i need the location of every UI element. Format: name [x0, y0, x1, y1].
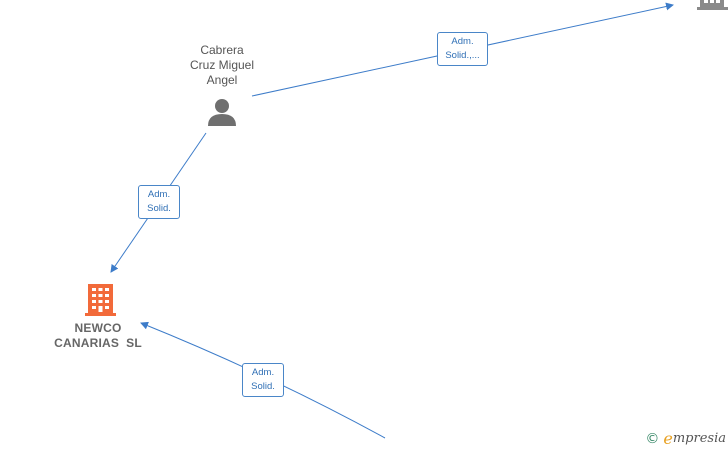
brand-name: mpresia: [672, 431, 726, 446]
edge-label-bottom-to-company[interactable]: Adm. Solid.: [242, 363, 284, 397]
edge-label-person-to-topright[interactable]: Adm. Solid.,...: [437, 32, 488, 66]
person-label-line: Cruz Miguel: [189, 58, 255, 72]
company-label-line: NEWCO: [74, 321, 122, 335]
edge-label-line: Solid.: [251, 381, 275, 392]
person-label-line: Cabrera: [200, 43, 244, 57]
company-label[interactable]: NEWCO CANARIAS SL: [43, 321, 153, 351]
edge-label-line: Adm.: [147, 189, 171, 200]
edge-label-line: Adm.: [251, 367, 275, 378]
person-label[interactable]: Cabrera Cruz Miguel Angel: [172, 43, 272, 88]
partial-building-icon[interactable]: [697, 0, 728, 10]
edge-label-line: Adm.: [451, 36, 474, 47]
edge-label-person-to-company[interactable]: Adm. Solid.: [138, 185, 180, 219]
empresia-watermark: © e mpresia: [645, 429, 726, 448]
person-icon[interactable]: [208, 99, 236, 126]
copyright-icon: ©: [645, 430, 660, 447]
edge-label-line: Solid.: [147, 203, 171, 214]
edge-label-line: Solid.,...: [445, 50, 480, 61]
company-label-line: CANARIAS SL: [54, 336, 142, 350]
person-label-line: Angel: [206, 73, 238, 87]
brand-initial: e: [663, 429, 673, 448]
